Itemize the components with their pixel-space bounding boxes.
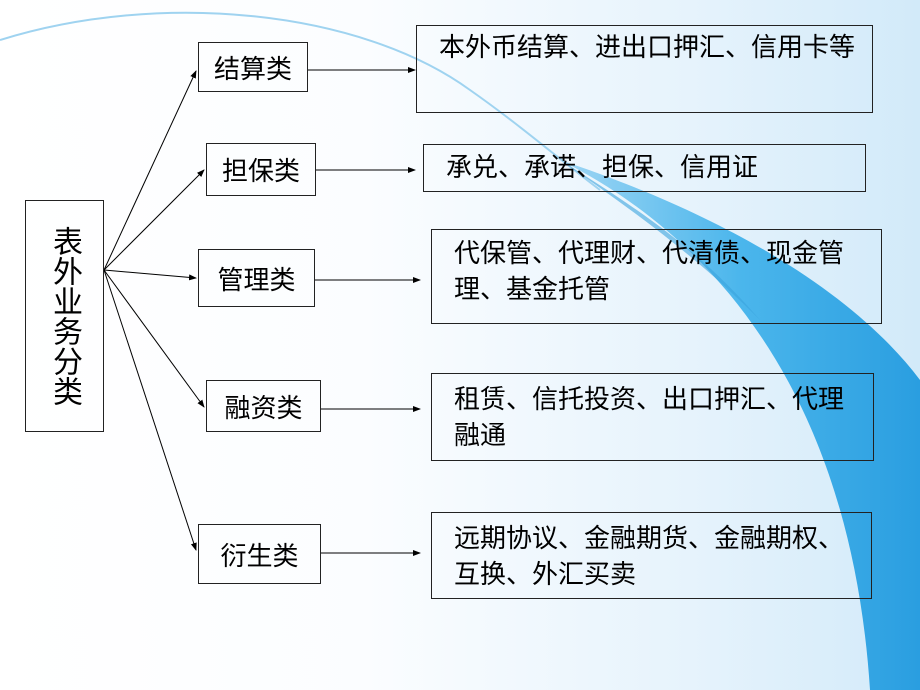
- detail-node-financing: 租赁、信托投资、出口押汇、代理融通: [431, 373, 874, 461]
- root-label: 表外业务分类: [47, 226, 82, 406]
- detail-node-management: 代保管、代理财、代清债、现金管理、基金托管: [431, 229, 882, 324]
- detail-text: 远期协议、金融期货、金融期权、互换、外汇买卖: [454, 524, 845, 590]
- root-to-cat-1-line: [103, 70, 197, 271]
- category-label: 结算类: [213, 54, 292, 85]
- root-to-cat-3-line: [103, 269, 197, 281]
- root-to-cat-4-line: [103, 269, 205, 408]
- category-node-financing: 融资类: [206, 380, 321, 432]
- category-node-management: 管理类: [198, 249, 315, 307]
- category-label: 融资类: [224, 393, 303, 424]
- detail-text: 本外币结算、进出口押汇、信用卡等: [439, 33, 856, 63]
- detail-text: 代保管、代理财、代清债、现金管理、基金托管: [454, 239, 845, 305]
- root-node: 表外业务分类: [25, 200, 104, 432]
- category-node-derivatives: 衍生类: [198, 524, 321, 584]
- root-to-cat-5-line: [103, 269, 197, 551]
- category-label: 衍生类: [220, 541, 299, 572]
- detail-text: 租赁、信托投资、出口押汇、代理融通: [454, 385, 845, 451]
- root-to-cat-2-line: [103, 169, 205, 271]
- detail-text: 承兑、承诺、担保、信用证: [446, 153, 759, 183]
- detail-node-settlement: 本外币结算、进出口押汇、信用卡等: [416, 25, 873, 113]
- detail-node-derivatives: 远期协议、金融期货、金融期权、互换、外汇买卖: [431, 512, 872, 599]
- category-node-settlement: 结算类: [198, 42, 308, 92]
- detail-node-guarantee: 承兑、承诺、担保、信用证: [423, 144, 866, 192]
- category-label: 管理类: [217, 265, 296, 296]
- category-node-guarantee: 担保类: [206, 143, 316, 196]
- category-label: 担保类: [221, 157, 300, 187]
